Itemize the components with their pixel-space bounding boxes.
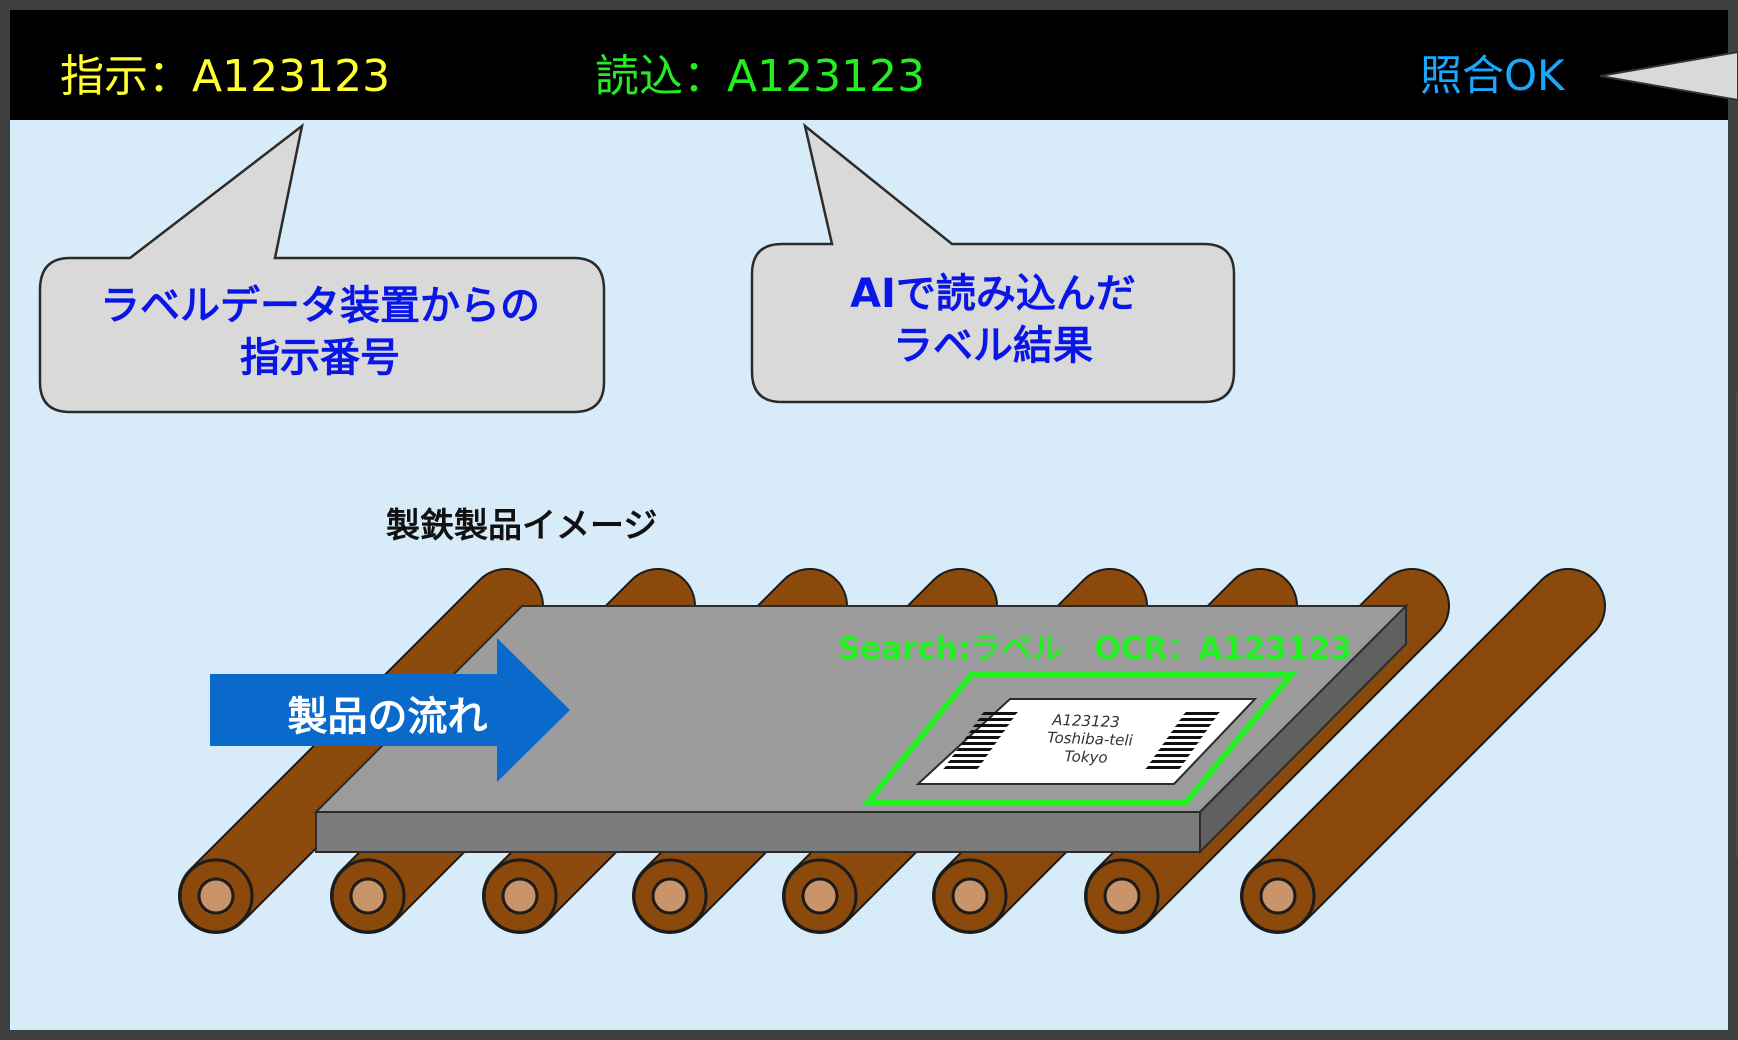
read-callout-text: AIで読み込んだ ラベル結果 [752, 268, 1234, 372]
search-ocr-label: Search:ラベル OCR：A123123 [838, 631, 1352, 667]
barcode-bar [947, 760, 985, 763]
read-result: 読込：A123123 [595, 51, 926, 102]
barcode-bar [1170, 730, 1208, 733]
barcode-bar [1157, 748, 1195, 751]
read-callout [750, 122, 1236, 404]
instruction-number: 指示：A123123 [60, 51, 391, 102]
barcode-right [1145, 712, 1220, 769]
barcode-bar [955, 748, 993, 751]
barcode-bar [1178, 718, 1216, 721]
barcode-bar [943, 766, 981, 769]
flow-arrow [210, 638, 570, 782]
barcode-bar [1149, 760, 1187, 763]
barcode-bar [951, 754, 989, 757]
barcode-bar [981, 712, 1018, 715]
instruction-callout-line-2: 指示番号 [240, 335, 400, 381]
barcode-bar [976, 718, 1014, 721]
barcode-bar [972, 724, 1010, 727]
barcode-bar [1162, 742, 1199, 745]
status-bar [10, 10, 1728, 120]
match-pointer-callout [1600, 50, 1738, 102]
barcode-left [943, 712, 1018, 769]
flow-label: 製品の流れ [287, 694, 488, 740]
label-tag-line-3: Tokyo [1064, 747, 1108, 767]
barcode-bar [1183, 712, 1220, 715]
product-caption: 製鉄製品イメージ [386, 506, 658, 546]
barcode-bar [1153, 754, 1191, 757]
read-callout-line-2: ラベル結果 [893, 323, 1093, 369]
barcode-bar [1166, 736, 1204, 739]
label-tag [915, 698, 1258, 785]
read-callout-line-1: AIで読み込んだ [850, 271, 1136, 317]
barcode-bar [968, 730, 1006, 733]
roller [178, 568, 544, 934]
roller [1240, 568, 1606, 934]
barcode-bar [1145, 766, 1183, 769]
instruction-callout [38, 122, 606, 414]
edge-line [1736, 392, 1738, 858]
match-status: 照合OK [1420, 51, 1565, 100]
barcode-bar [964, 736, 1002, 739]
detection-box [861, 671, 1299, 805]
instruction-callout-line-1: ラベルデータ装置からの [100, 283, 540, 329]
barcode-bar [960, 742, 997, 745]
instruction-callout-text: ラベルデータ装置からの 指示番号 [40, 280, 600, 384]
barcode-bar [1174, 724, 1212, 727]
